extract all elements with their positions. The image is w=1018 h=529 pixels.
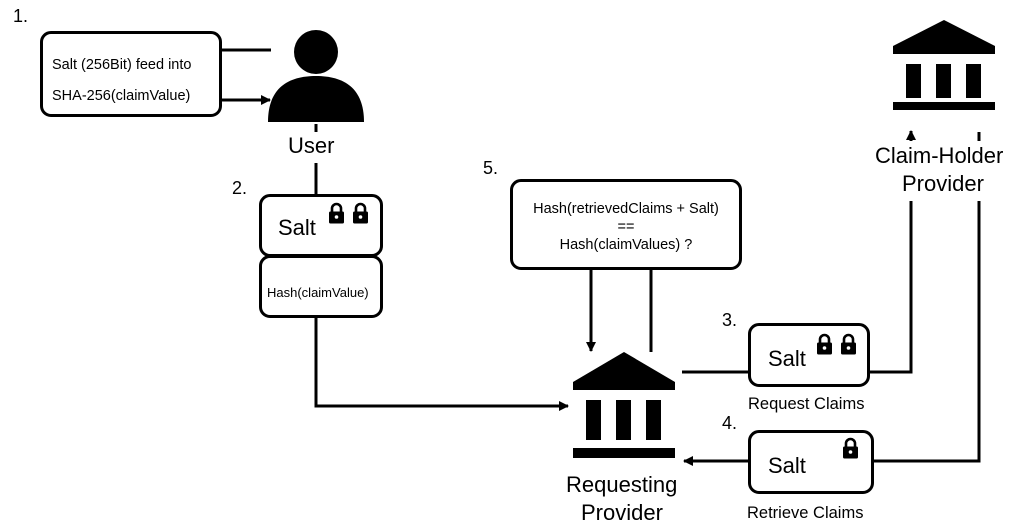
line-request-to-claimholder [868,201,913,374]
arrow-hash-to-requesting [314,316,569,411]
verification-box: Hash(retrievedClaims + Salt) == Hash(cla… [510,179,742,270]
step-3-label: 3. [722,310,738,330]
lock-icon [843,437,858,459]
bank-icon [893,20,995,110]
retrieve-salt-label: Salt [768,453,806,478]
retrieve-claims-label: Retrieve Claims [747,504,864,522]
step-4-label: 4. [722,413,738,433]
verification-line-2: == [617,219,635,235]
claim-holder-provider-label-1: Claim-Holder [875,143,1004,168]
request-salt-label: Salt [768,346,806,371]
user-salt-label: Salt [278,215,316,240]
lock-icon [817,333,832,355]
line-claimholder-to-retrieve [872,201,981,463]
lock-icon [353,202,368,224]
step-5-label: 5. [483,158,499,178]
verification-line-1: Hash(retrievedClaims + Salt) [533,201,719,217]
lock-icon [329,202,344,224]
user-hash-box: Hash(claimValue) [259,255,383,318]
salt-feed-note: Salt (256Bit) feed into SHA-256(claimVal… [40,31,222,117]
user-icon [268,30,364,122]
step-2-label: 2. [232,178,248,198]
requesting-provider-label-1: Requesting [566,472,678,497]
bank-icon [573,352,675,458]
lock-icon [841,333,856,355]
user-salt-box: Salt [259,194,383,257]
requesting-provider-label-2: Provider [581,500,663,525]
salt-feed-line-1: Salt (256Bit) feed into [52,57,192,73]
user-hash-label: Hash(claimValue) [267,285,369,300]
step-1-label: 1. [13,6,29,26]
claim-holder-provider-label-2: Provider [902,171,984,196]
request-claims-label: Request Claims [748,395,865,413]
salt-feed-line-2: SHA-256(claimValue) [52,88,191,104]
verification-line-3: Hash(claimValues) ? [559,237,693,253]
request-salt-box: Salt [748,323,870,387]
user-label: User [288,133,335,158]
